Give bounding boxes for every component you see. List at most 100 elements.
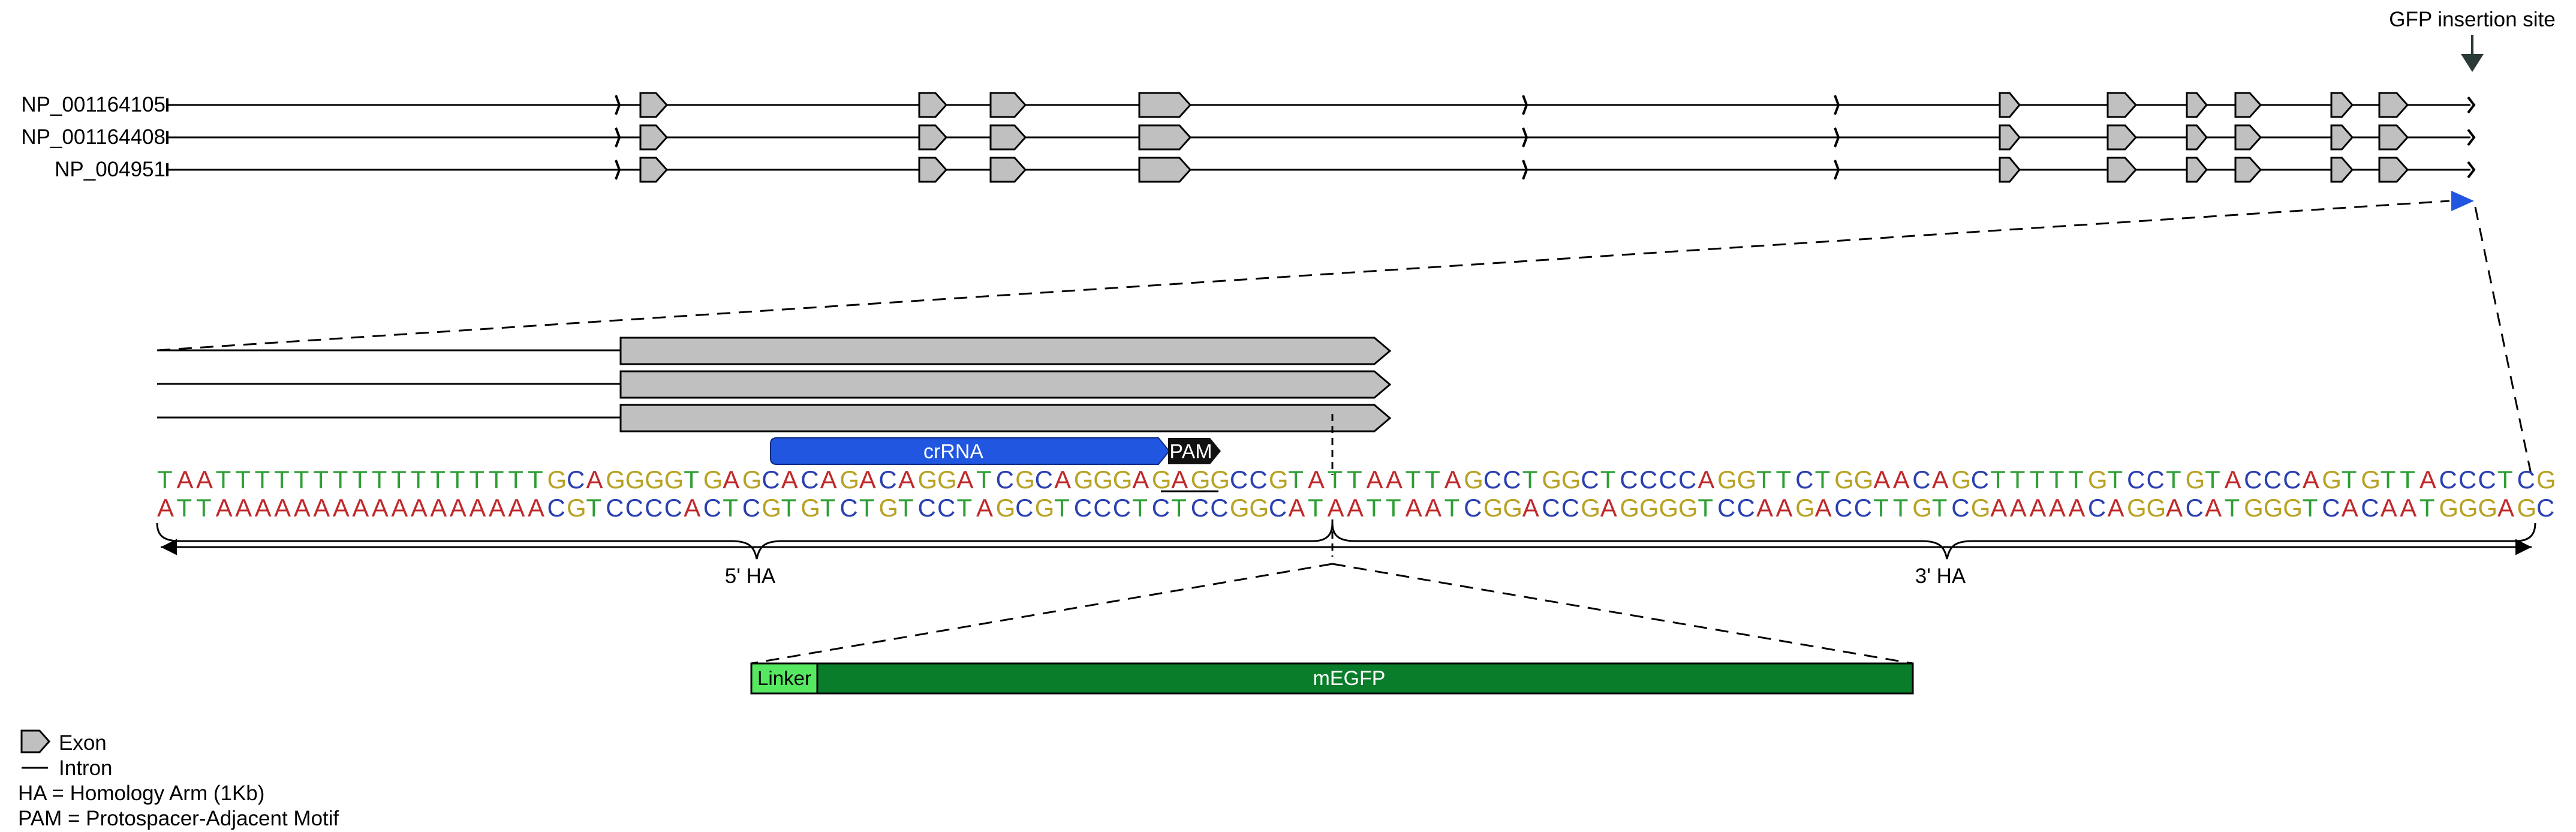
nucleotide: T bbox=[2419, 494, 2435, 522]
nucleotide: C bbox=[2127, 465, 2145, 494]
exon bbox=[918, 92, 948, 118]
nucleotide: T bbox=[723, 494, 738, 522]
nucleotide: A bbox=[1054, 465, 1071, 494]
zoomed-exon-1 bbox=[619, 337, 1392, 365]
nucleotide: T bbox=[1406, 465, 1421, 494]
nucleotide: G bbox=[2478, 494, 2497, 522]
nucleotide: G bbox=[1620, 494, 1639, 522]
nucleotide: T bbox=[469, 465, 484, 494]
nucleotide: G bbox=[2147, 494, 2166, 522]
nucleotide: C bbox=[918, 494, 936, 522]
nucleotide: G bbox=[2439, 494, 2458, 522]
exon bbox=[2106, 157, 2138, 183]
nucleotide: T bbox=[1425, 465, 1440, 494]
nucleotide: C bbox=[664, 494, 682, 522]
nucleotide: A bbox=[2029, 494, 2046, 522]
nucleotide: T bbox=[1932, 494, 1948, 522]
nucleotide: A bbox=[196, 465, 213, 494]
nucleotide: T bbox=[216, 465, 231, 494]
nucleotide: C bbox=[1854, 494, 1872, 522]
nucleotide: G bbox=[1210, 465, 1230, 494]
nucleotide: T bbox=[2303, 494, 2318, 522]
nucleotide: A bbox=[372, 494, 389, 522]
nucleotide: T bbox=[859, 494, 875, 522]
nucleotide: A bbox=[2497, 494, 2514, 522]
exon bbox=[2378, 124, 2409, 151]
nucleotide: A bbox=[1776, 494, 1793, 522]
nucleotide: A bbox=[1445, 465, 1461, 494]
nucleotide: T bbox=[430, 465, 446, 494]
gfp-box bbox=[816, 662, 1914, 695]
nucleotide: G bbox=[1717, 465, 1737, 494]
transcript-end-cap bbox=[2467, 128, 2476, 146]
nucleotide: C bbox=[1503, 465, 1521, 494]
nucleotide: C bbox=[1620, 465, 1638, 494]
nucleotide: A bbox=[333, 494, 350, 522]
exon bbox=[918, 124, 948, 151]
legend-ha-definition: HA = Homology Arm (1Kb) bbox=[18, 782, 264, 805]
nucleotide: C bbox=[1035, 465, 1053, 494]
exon bbox=[989, 157, 1027, 183]
nucleotide: T bbox=[1328, 465, 1343, 494]
exon bbox=[2330, 157, 2354, 183]
nucleotide: A bbox=[294, 494, 311, 522]
nucleotide: C bbox=[1795, 465, 1813, 494]
nucleotide: G bbox=[1015, 465, 1035, 494]
nucleotide: G bbox=[1659, 494, 1678, 522]
nucleotide: T bbox=[294, 465, 309, 494]
nucleotide: C bbox=[2439, 465, 2457, 494]
nucleotide: G bbox=[1483, 494, 1503, 522]
legend: Exon Intron HA = Homology Arm (1Kb) PAM … bbox=[18, 729, 339, 830]
nucleotide: T bbox=[372, 465, 387, 494]
insertion-marker bbox=[2451, 191, 2474, 211]
nucleotide: G bbox=[801, 494, 820, 522]
nucleotide: T bbox=[1347, 465, 1362, 494]
nucleotide: G bbox=[1249, 494, 1269, 522]
nucleotide: T bbox=[781, 494, 797, 522]
nucleotide: C bbox=[1249, 465, 1267, 494]
nucleotide: A bbox=[313, 494, 330, 522]
exon bbox=[2330, 92, 2354, 118]
nucleotide: G bbox=[1561, 465, 1581, 494]
nucleotide: T bbox=[177, 494, 192, 522]
nucleotide: T bbox=[2497, 465, 2513, 494]
nucleotide: A bbox=[2068, 494, 2085, 522]
nucleotide: G bbox=[1737, 465, 1757, 494]
nucleotide: T bbox=[1776, 465, 1792, 494]
exon-tick bbox=[615, 160, 621, 180]
linker-label: Linker bbox=[757, 667, 811, 689]
nucleotide: C bbox=[996, 465, 1014, 494]
nucleotide: G bbox=[703, 465, 723, 494]
nucleotide: G bbox=[2127, 494, 2147, 522]
nucleotide: C bbox=[1678, 465, 1696, 494]
nucleotide: T bbox=[820, 494, 836, 522]
nucleotide: G bbox=[1230, 494, 1250, 522]
nucleotide: C bbox=[1971, 465, 1989, 494]
nucleotide: T bbox=[313, 465, 329, 494]
nucleotide: G bbox=[2322, 465, 2342, 494]
nucleotide: C bbox=[1152, 494, 1170, 522]
nucleotide: C bbox=[2458, 465, 2476, 494]
nucleotide: T bbox=[2108, 465, 2123, 494]
nucleotide: T bbox=[2400, 465, 2415, 494]
nucleotide: C bbox=[1834, 494, 1852, 522]
nucleotide: G bbox=[645, 465, 664, 494]
nucleotide: C bbox=[1464, 494, 1482, 522]
nucleotide: T bbox=[1756, 465, 1772, 494]
exon-tick bbox=[615, 95, 621, 115]
nucleotide: G bbox=[937, 465, 957, 494]
transcript-label-2: NP_001164408 bbox=[21, 125, 165, 149]
nucleotide: C bbox=[742, 494, 760, 522]
nucleotide: C bbox=[1230, 465, 1248, 494]
nucleotide: T bbox=[235, 465, 251, 494]
nucleotide: C bbox=[1542, 494, 1560, 522]
transcript-label-1: NP_001164105 bbox=[21, 93, 165, 116]
nucleotide: A bbox=[489, 494, 505, 522]
nucleotide: G bbox=[1191, 465, 1211, 494]
nucleotide: T bbox=[898, 494, 914, 522]
nucleotide: T bbox=[352, 465, 368, 494]
crrna-feature bbox=[770, 437, 1170, 465]
nucleotide: T bbox=[489, 465, 504, 494]
